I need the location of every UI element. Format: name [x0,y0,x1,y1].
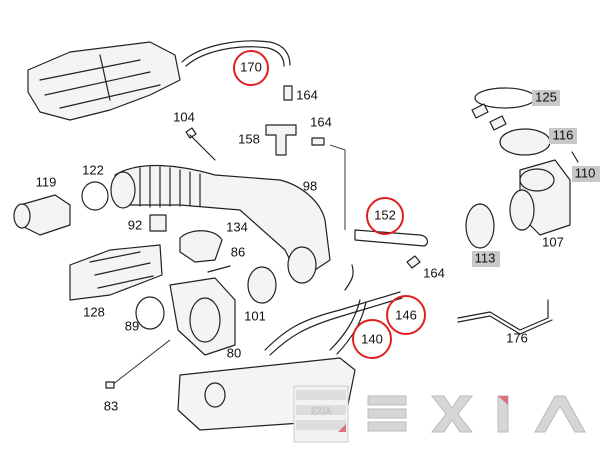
hose-146 [264,291,401,351]
svg-text:EXIA: EXIA [311,406,332,416]
label-128: 128 [83,304,105,319]
label-164: 164 [423,265,445,280]
label-140: 140 [361,331,383,346]
intake-duct-98 [110,164,331,284]
label-86: 86 [231,244,245,259]
pipe-176 [457,299,553,335]
hose-170 [181,40,291,66]
maf-sensor-119 [13,194,71,236]
label-116: 116 [553,127,574,142]
engine-cover [27,41,181,121]
gasket-89 [135,296,165,330]
hose-134 [179,230,223,263]
exia-logo: EXIA [293,385,586,443]
label-134: 134 [226,219,248,234]
cover-128 [69,244,163,301]
label-170: 170 [240,59,262,74]
housing-107 [509,159,571,236]
label-119: 119 [36,174,57,189]
label-164: 164 [310,114,332,129]
label-107: 107 [542,234,564,249]
fitting-164c [406,255,421,269]
bolt-86 [207,265,231,273]
label-98: 98 [303,178,317,193]
label-158: 158 [238,131,260,146]
highlight-circle [233,50,269,86]
bolt-104 [185,127,216,161]
highlight-circle [386,295,426,335]
part-92 [149,214,167,232]
ring-116 [499,128,551,156]
label-125: 125 [535,89,557,104]
hose-152 [354,229,429,247]
sensor-110 [571,151,579,163]
label-101: 101 [244,308,266,323]
clamp-122 [81,181,109,211]
tee-158 [265,124,297,156]
fitting-164 [283,85,293,101]
label-89: 89 [125,318,139,333]
highlight-circle [352,319,392,359]
fitting-164b [311,137,325,146]
ring-113 [465,203,495,249]
label-110: 110 [575,165,596,180]
throttle-body-80 [169,277,236,356]
part-labels: 170 164 104 158 164 98 122 119 92 134 15… [36,50,600,413]
label-164: 164 [296,87,318,102]
label-113: 113 [475,250,496,265]
clamp-125 [471,87,536,131]
label-176: 176 [506,330,528,345]
label-104: 104 [173,109,195,124]
ring-101 [247,266,277,304]
label-122: 122 [82,162,104,177]
clip-83 [105,381,115,389]
label-80: 80 [227,345,241,360]
label-83: 83 [104,398,118,413]
label-146: 146 [395,307,417,322]
label-152: 152 [374,207,396,222]
label-92: 92 [128,217,142,232]
highlight-circle [366,197,404,235]
